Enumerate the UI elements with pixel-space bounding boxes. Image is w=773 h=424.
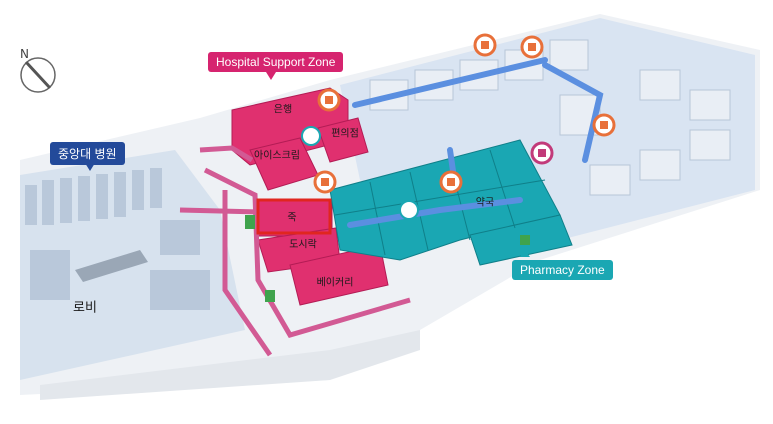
shop-pin-icon <box>520 35 544 59</box>
shop-pin-icon <box>473 33 497 57</box>
room-label-pharmacy: 약국 <box>475 197 495 209</box>
support-tag-pointer <box>266 72 276 80</box>
lower-deck <box>40 330 420 400</box>
support-zone-rooms <box>231 87 389 306</box>
shop-pin-icon <box>439 170 463 194</box>
planters <box>245 215 530 302</box>
compass-icon: N <box>20 47 56 93</box>
shop-pin-icon <box>592 113 616 137</box>
room-label-bakery: 베이커리 <box>316 277 354 289</box>
escalator-icon <box>399 200 419 220</box>
lobby-shelves <box>25 168 210 310</box>
room-label-ice-cream: 아이스크림 <box>254 150 300 162</box>
shop-pin-icon <box>317 88 341 112</box>
room-label-lobby: 로비 <box>73 300 97 316</box>
shop-pin-icon <box>313 170 337 194</box>
hospital-tag: 중앙대 병원 <box>50 142 125 165</box>
pink-walkway <box>179 145 411 357</box>
room-label-porridge: 죽 <box>287 212 297 224</box>
shop-pin-icon <box>530 141 554 165</box>
hospital-tag-pointer <box>85 163 95 171</box>
pharmacy-zone-tag: Pharmacy Zone <box>512 260 613 280</box>
room-label-bank: 은행 <box>273 104 293 116</box>
escalator-icon <box>301 126 321 146</box>
escalator <box>75 250 148 282</box>
location-pins <box>301 33 616 220</box>
compass-north-label: N <box>20 47 29 61</box>
room-label-lunchbox: 도시락 <box>289 239 317 251</box>
hospital-support-zone-tag: Hospital Support Zone <box>208 52 344 72</box>
room-label-convenience: 편의점 <box>331 128 359 140</box>
pharmacy-tag-pointer <box>520 250 530 257</box>
highlight-box <box>256 198 332 235</box>
